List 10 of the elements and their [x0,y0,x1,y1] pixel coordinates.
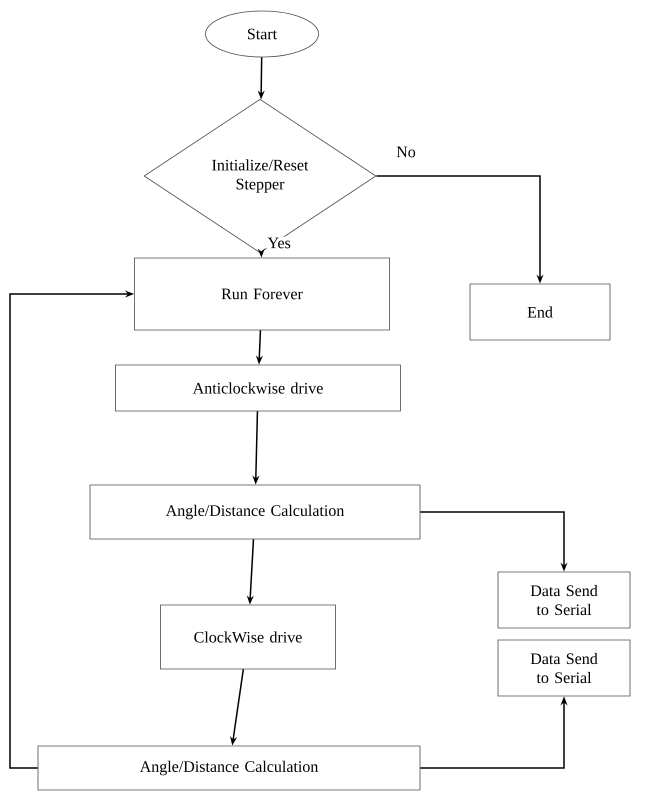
process-box: Data Send to Serial [498,640,630,696]
process-box: Run Forever [134,258,390,330]
process-box: Data Send to Serial [498,572,630,628]
process-box: ClockWise drive [160,604,336,670]
process-box: Angle/Distance Calculation [38,746,420,790]
edge-label: Yes [266,236,292,250]
process-box: Anticlockwise drive [115,364,401,412]
process-box: End [470,284,610,340]
process-box: Angle/Distance Calculation [90,484,420,540]
edge-label: No [395,146,417,158]
